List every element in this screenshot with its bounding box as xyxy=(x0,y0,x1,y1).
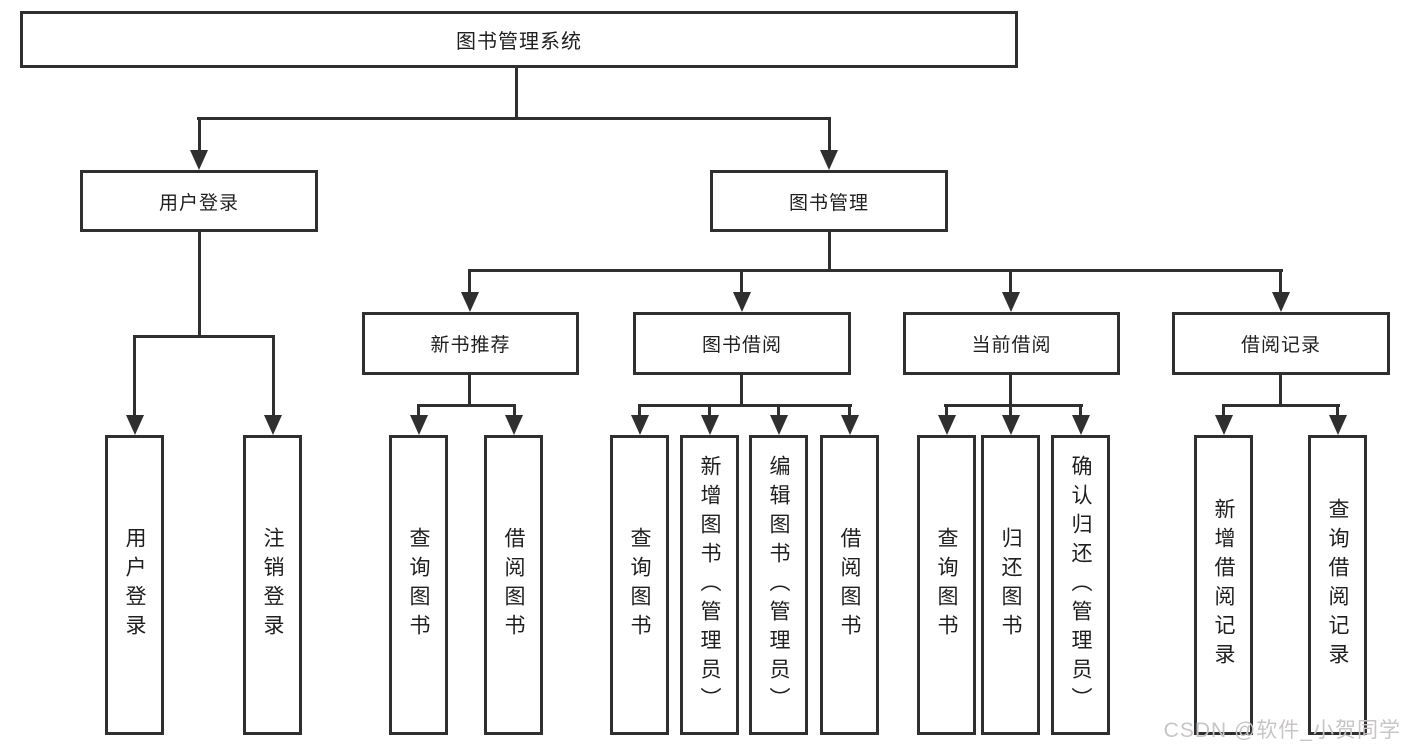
connector-to-leaf xyxy=(513,404,516,417)
arrowhead-icon xyxy=(505,415,523,435)
node-book-borrow: 图书借阅 xyxy=(633,312,851,375)
connector-to-user-login xyxy=(198,117,201,150)
arrowhead-icon xyxy=(1002,292,1020,312)
arrowhead-icon xyxy=(841,415,859,435)
arrowhead-icon xyxy=(1002,415,1020,435)
connector-current-borrow-rail xyxy=(944,404,1083,407)
leaf-user-login: 用户登录 xyxy=(105,435,164,735)
arrowhead-icon xyxy=(126,415,144,435)
leaf-label: 借阅图书 xyxy=(838,527,861,643)
arrowhead-icon xyxy=(938,415,956,435)
leaf-label: 确认归还（管理员） xyxy=(1069,454,1092,716)
leaf-label: 查询图书 xyxy=(935,527,958,643)
arrowhead-icon xyxy=(733,292,751,312)
connector-borrow-records-drop xyxy=(1279,375,1282,407)
arrowhead-icon xyxy=(701,415,719,435)
connector-new-books-rail xyxy=(417,404,516,407)
connector-to-leaf xyxy=(945,404,948,417)
leaf-label: 归还图书 xyxy=(999,527,1022,643)
connector-user-login-rail xyxy=(133,335,275,338)
node-current-borrow: 当前借阅 xyxy=(903,312,1120,375)
leaf-label: 查询图书 xyxy=(407,527,430,643)
connector-to-new-books xyxy=(468,269,471,293)
leaf-current-query: 查询图书 xyxy=(917,435,976,735)
connector-to-book-borrow xyxy=(740,269,743,293)
leaf-label: 借阅图书 xyxy=(502,527,525,643)
node-label: 图书借阅 xyxy=(701,335,782,356)
connector-to-leaf xyxy=(272,335,275,417)
leaf-newbooks-query: 查询图书 xyxy=(389,435,448,735)
node-label: 图书管理 xyxy=(788,192,869,214)
connector-to-book-mgmt xyxy=(828,117,831,150)
leaf-borrow-borrow: 借阅图书 xyxy=(820,435,879,735)
connector-current-borrow-drop xyxy=(1009,375,1012,407)
leaf-label: 新增图书（管理员） xyxy=(698,454,721,716)
connector-to-leaf xyxy=(848,404,851,417)
connector-to-leaf xyxy=(777,404,780,417)
leaf-records-add: 新增借阅记录 xyxy=(1194,435,1253,735)
node-book-mgmt: 图书管理 xyxy=(710,170,948,232)
leaf-borrow-query: 查询图书 xyxy=(610,435,669,735)
connector-to-leaf xyxy=(638,404,641,417)
connector-book-borrow-drop xyxy=(740,375,743,407)
arrowhead-icon xyxy=(1072,415,1090,435)
arrowhead-icon xyxy=(264,415,282,435)
leaf-label: 用户登录 xyxy=(123,527,146,643)
arrowhead-icon xyxy=(1215,415,1233,435)
arrowhead-icon xyxy=(820,150,838,170)
arrowhead-icon xyxy=(770,415,788,435)
arrowhead-icon xyxy=(631,415,649,435)
connector-user-login-drop xyxy=(198,232,201,338)
connector-to-borrow-records xyxy=(1279,269,1282,293)
connector-to-current-borrow xyxy=(1009,269,1012,293)
connector-root-drop xyxy=(515,68,518,120)
leaf-label: 查询图书 xyxy=(628,527,651,643)
connector-new-books-drop xyxy=(468,375,471,407)
node-label: 图书管理系统 xyxy=(456,31,582,53)
node-label: 用户登录 xyxy=(158,192,239,214)
leaf-current-confirm-admin: 确认归还（管理员） xyxy=(1051,435,1110,735)
leaf-label: 编辑图书（管理员） xyxy=(767,454,790,716)
leaf-borrow-edit-admin: 编辑图书（管理员） xyxy=(749,435,808,735)
node-user-login: 用户登录 xyxy=(80,170,318,232)
connector-to-leaf xyxy=(708,404,711,417)
leaf-newbooks-borrow: 借阅图书 xyxy=(484,435,543,735)
connector-book-mgmt-drop xyxy=(828,232,831,272)
node-library-system: 图书管理系统 xyxy=(20,11,1018,68)
connector-to-leaf xyxy=(1336,404,1339,417)
connector-to-leaf xyxy=(1222,404,1225,417)
leaf-logout: 注销登录 xyxy=(243,435,302,735)
node-label: 新书推荐 xyxy=(430,335,511,356)
leaf-label: 查询借阅记录 xyxy=(1326,498,1349,672)
leaf-records-query: 查询借阅记录 xyxy=(1308,435,1367,735)
leaf-current-return: 归还图书 xyxy=(981,435,1040,735)
leaf-label: 新增借阅记录 xyxy=(1212,498,1235,672)
leaf-label: 注销登录 xyxy=(261,527,284,643)
connector-root-rail xyxy=(197,117,831,120)
arrowhead-icon xyxy=(410,415,428,435)
connector-to-leaf xyxy=(1079,404,1082,417)
node-label: 借阅记录 xyxy=(1240,335,1321,356)
arrowhead-icon xyxy=(190,150,208,170)
csdn-watermark: CSDN @软件_小贺同学 xyxy=(1163,719,1401,742)
arrowhead-icon xyxy=(461,292,479,312)
node-label: 当前借阅 xyxy=(971,335,1052,356)
connector-to-leaf xyxy=(133,335,136,417)
connector-to-leaf xyxy=(417,404,420,417)
connector-to-leaf xyxy=(1009,404,1012,417)
arrowhead-icon xyxy=(1329,415,1347,435)
node-borrow-records: 借阅记录 xyxy=(1172,312,1390,375)
node-new-books: 新书推荐 xyxy=(362,312,579,375)
connector-book-mgmt-rail xyxy=(468,269,1283,272)
connector-borrow-records-rail xyxy=(1222,404,1340,407)
connector-book-borrow-rail xyxy=(638,404,852,407)
leaf-borrow-add-admin: 新增图书（管理员） xyxy=(680,435,739,735)
arrowhead-icon xyxy=(1272,292,1290,312)
